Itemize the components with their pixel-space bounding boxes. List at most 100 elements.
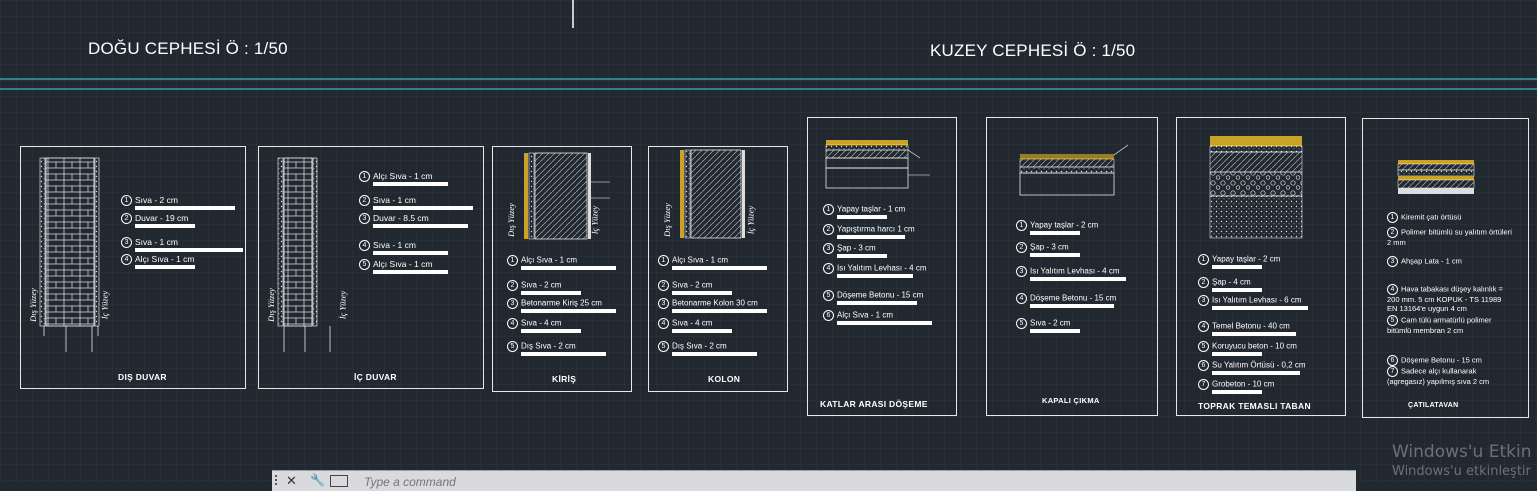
legend-underline xyxy=(373,224,468,228)
side-out-label: Dış Yüzey xyxy=(505,203,516,237)
legend-text: Alçı Sıva - 1 cm xyxy=(837,310,894,320)
legend-number-badge: 4 xyxy=(823,263,834,274)
legend-number-badge: 4 xyxy=(1387,284,1398,295)
legend-number-badge: 3 xyxy=(1016,266,1027,277)
legend-underline xyxy=(135,265,195,269)
panel-title: KOLON xyxy=(708,374,741,384)
drag-handle[interactable] xyxy=(275,475,281,485)
legend-text: Dış Sıva - 2 cm xyxy=(521,341,576,351)
command-history-icon[interactable] xyxy=(330,475,348,487)
legend-number-badge: 7 xyxy=(1387,366,1398,377)
legend-text: Şap - 3 cm xyxy=(1030,242,1069,252)
legend-number-badge: 4 xyxy=(507,318,518,329)
legend-number-badge: 3 xyxy=(1198,295,1209,306)
legend-underline xyxy=(521,309,616,313)
legend-number-badge: 2 xyxy=(1198,277,1209,288)
legend-text: Grobeton - 10 cm xyxy=(1212,379,1275,389)
legend-underline xyxy=(837,321,932,325)
legend-number-badge: 4 xyxy=(1016,293,1027,304)
legend-text: Sıva - 2 cm xyxy=(672,280,713,290)
close-icon[interactable]: ✕ xyxy=(286,473,297,488)
legend-text: Polimer bitümlü su yalıtım örtüleri 2 mm xyxy=(1387,227,1512,247)
side-in-label: İç Yüzey xyxy=(337,290,348,320)
legend-underline xyxy=(1212,265,1262,269)
legend-number-badge: 3 xyxy=(658,298,669,309)
side-in-label: İç Yüzey xyxy=(589,205,600,235)
kiris-section xyxy=(524,152,610,240)
legend-text: Hava tabakası düşey kalınlık = 200 mm. 5… xyxy=(1387,284,1503,313)
panel-title: KAPALI ÇIKMA xyxy=(1042,396,1100,405)
command-bar: ✕ 🔧 xyxy=(272,470,1356,491)
legend-text: Şap - 3 cm xyxy=(837,243,876,253)
legend-underline xyxy=(521,329,581,333)
legend-underline xyxy=(837,215,887,219)
legend-number-badge: 3 xyxy=(121,237,132,249)
legend-text: Şap - 4 cm xyxy=(1212,277,1251,287)
legend-number-badge: 5 xyxy=(1198,341,1209,352)
legend-number-badge: 6 xyxy=(1387,355,1398,366)
north-elevation-title: KUZEY CEPHESİ Ö : 1/50 xyxy=(930,41,1136,60)
legend-underline xyxy=(672,309,767,313)
cati-section xyxy=(1397,160,1475,194)
legend-text: Döşeme Betonu - 15 cm xyxy=(1401,355,1482,365)
legend-text: Kiremit çatı örtüsü xyxy=(1401,212,1462,222)
command-input[interactable] xyxy=(362,473,1346,490)
side-in-label: İç Yüzey xyxy=(745,205,756,235)
legend-number-badge: 1 xyxy=(507,255,518,266)
legend-underline xyxy=(837,254,887,258)
legend-text: Isı Yalıtım Levhası - 6 cm xyxy=(1212,295,1302,305)
legend-underline xyxy=(1212,332,1296,336)
legend-underline xyxy=(373,251,448,255)
legend-underline xyxy=(1212,288,1262,292)
legend-number-badge: 1 xyxy=(658,255,669,266)
legend-underline xyxy=(837,301,917,305)
legend-number-badge: 5 xyxy=(823,290,834,301)
legend-text: Döşeme Betonu - 15 cm xyxy=(1030,293,1117,303)
side-in-label: İç Yüzey xyxy=(99,290,110,320)
wrench-icon[interactable]: 🔧 xyxy=(310,473,325,487)
legend-text: Sıva - 4 cm xyxy=(672,318,713,328)
legend-underline xyxy=(1212,352,1262,356)
legend-number-badge: 1 xyxy=(823,204,834,215)
side-out-label: Dış Yüzey xyxy=(27,288,38,322)
legend-number-badge: 4 xyxy=(121,254,132,266)
legend-number-badge: 7 xyxy=(1198,379,1209,390)
legend-text: Su Yalıtım Örtüsü - 0,2 cm xyxy=(1212,360,1306,370)
panel-kiris xyxy=(492,146,632,392)
panel-title: DIŞ DUVAR xyxy=(118,372,167,382)
legend-text: Sıva - 1 cm xyxy=(373,195,416,205)
legend-underline xyxy=(521,266,616,270)
legend-underline xyxy=(135,206,235,210)
legend-underline xyxy=(672,291,732,295)
legend-text: Yapıştırma harcı 1 cm xyxy=(837,224,915,234)
legend-text: Koruyucu beton - 10 cm xyxy=(1212,341,1297,351)
panel-title: İÇ DUVAR xyxy=(354,372,397,382)
legend-text: Alçı Sıva - 1 cm xyxy=(135,254,195,264)
legend-number-badge: 1 xyxy=(1198,254,1209,265)
panel-title: KATLAR ARASI DÖŞEME xyxy=(820,399,928,409)
legend-number-badge: 4 xyxy=(1198,321,1209,332)
legend-text: Betonarme Kolon 30 cm xyxy=(672,298,758,308)
activation-watermark-text: Windows'u etkinleştir xyxy=(1392,464,1531,479)
legend-underline xyxy=(1030,304,1114,308)
legend-text: Alçı Sıva - 1 cm xyxy=(373,259,433,269)
legend-underline xyxy=(521,352,606,356)
panel-dis-duvar xyxy=(20,146,246,389)
kolon-section xyxy=(680,149,745,239)
legend-number-badge: 6 xyxy=(1198,360,1209,371)
